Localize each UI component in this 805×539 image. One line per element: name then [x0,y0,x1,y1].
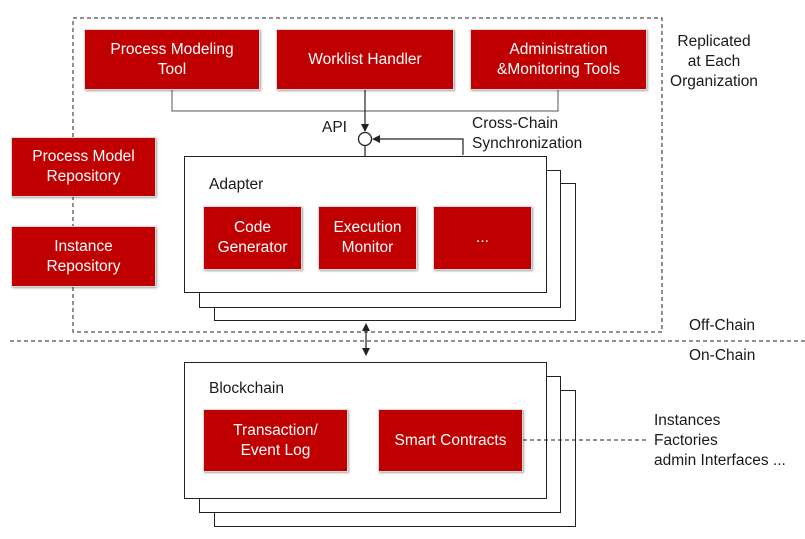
api-socket [357,131,373,147]
api-label: API [322,119,347,136]
smart-contracts-box: Smart Contracts [378,409,523,472]
on-chain-label: On-Chain [689,347,756,364]
cross-chain-arrow [372,135,464,155]
admin-monitoring-tools-box: Administration &Monitoring Tools [470,29,647,90]
adapter-title: Adapter [209,176,264,193]
cross-chain-label: Cross-Chain Synchronization [472,115,583,152]
execution-monitor-box: Execution Monitor [318,206,417,270]
code-generator-box: Code Generator [203,206,302,270]
blockchain-title: Blockchain [209,380,284,397]
replicated-label: Replicated at Each Organization [670,33,758,90]
process-model-repository-box: Process Model Repository [11,137,156,197]
instance-repository-box: Instance Repository [11,226,156,287]
adapter-more-box: ... [433,206,532,270]
off-chain-label: Off-Chain [689,317,756,334]
transaction-event-log-box: Transaction/ Event Log [203,409,348,472]
smart-contract-contents-label: Instances Factories admin Interfaces ... [654,412,786,469]
process-modeling-tool-box: Process Modeling Tool [84,29,260,90]
worklist-handler-box: Worklist Handler [276,29,454,90]
